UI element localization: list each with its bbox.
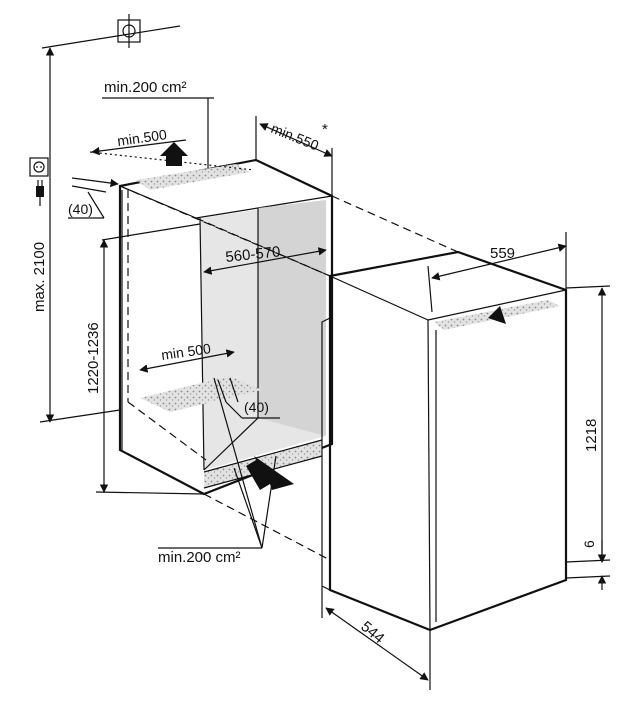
- appliance-depth-dimension: 544: [321, 586, 431, 690]
- niche-width-label: 560-570: [225, 243, 282, 266]
- appliance-height-dimension: 1218: [565, 285, 611, 563]
- vent-top-dimension: min.200 cm²: [102, 79, 214, 168]
- max-height-label: max. 2100: [31, 242, 48, 312]
- appliance-width-label: 559: [490, 245, 515, 262]
- niche-cabinet: [89, 151, 334, 496]
- foot-height-label: 6: [581, 540, 597, 548]
- appliance-height-label: 1218: [583, 419, 600, 452]
- vent-bottom-label: min.200 cm²: [158, 549, 241, 566]
- airflow-in-icon: [246, 456, 294, 490]
- depth-bottom-label: min 500: [160, 340, 212, 363]
- gap-top-label: (40): [68, 201, 93, 217]
- depth-top-dimension: min.500: [91, 126, 187, 156]
- niche-depth-mark: *: [322, 121, 328, 138]
- plug-icon: [36, 180, 44, 206]
- depth-top-label: min.500: [116, 126, 168, 149]
- vent-bottom-dimension: min.200 cm²: [158, 377, 294, 566]
- niche-height-dimension: 1220-1236: [85, 239, 205, 495]
- appliance-depth-label: 544: [357, 618, 387, 647]
- niche-depth-dimension: min.550 *: [255, 116, 333, 196]
- depth-bottom-dimension: min 500: [139, 340, 235, 373]
- crosshair-icon: [41, 14, 181, 49]
- appliance-width-dimension: 559: [427, 232, 567, 313]
- gap-bottom-dimension: (40): [217, 377, 280, 419]
- gap-bottom-label: (40): [244, 399, 269, 415]
- socket-icon: [29, 157, 49, 177]
- gap-top-dimension: (40): [68, 177, 119, 219]
- niche-height-label: 1220-1236: [85, 322, 102, 394]
- appliance-body: [321, 250, 568, 632]
- airflow-up-icon: [160, 142, 188, 166]
- foot-height-dimension: 6: [565, 540, 611, 590]
- niche-width-dimension: 560-570: [101, 223, 327, 275]
- max-height-dimension: max. 2100: [31, 47, 121, 423]
- niche-depth-label: min.550: [269, 120, 321, 154]
- vent-top-label: min.200 cm²: [104, 79, 187, 96]
